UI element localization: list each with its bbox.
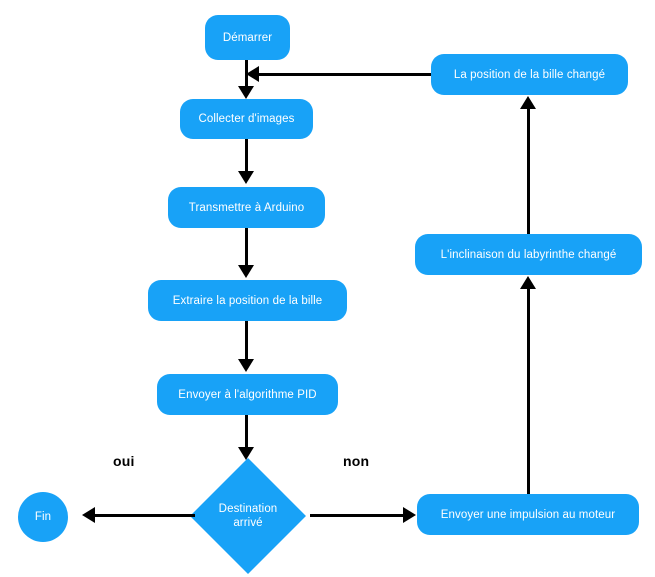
connector-collect-to-transmit xyxy=(245,139,248,173)
node-collect-images[interactable]: Collecter d'images xyxy=(180,99,313,139)
arrowhead-decision-to-motor xyxy=(403,507,416,523)
node-collect-images-label: Collecter d'images xyxy=(198,113,295,125)
connector-pid-to-decision xyxy=(245,415,248,449)
connector-motor-to-tilt xyxy=(527,289,530,494)
edge-label-oui: oui xyxy=(113,453,135,469)
node-maze-tilt-changed-label: L'inclinaison du labyrinthe changé xyxy=(440,248,617,261)
node-decision-line-2: arrivé xyxy=(233,517,263,529)
node-extract-ball-position[interactable]: Extraire la position de la bille xyxy=(148,280,347,321)
node-send-pid-label: Envoyer à l'algorithme PID xyxy=(178,388,317,401)
node-start-label: Démarrer xyxy=(222,31,273,44)
node-decision-destination[interactable]: Destination arrivé xyxy=(190,458,306,574)
arrowhead-motor-to-tilt xyxy=(520,276,536,289)
connector-ballpos-to-collect xyxy=(258,73,431,76)
node-start[interactable]: Démarrer xyxy=(205,15,290,60)
edge-label-non: non xyxy=(343,453,370,469)
node-ball-position-changed-label: La position de la bille changé xyxy=(453,68,606,81)
node-send-motor-pulse-label: Envoyer une impulsion au moteur xyxy=(440,508,616,521)
node-send-motor-pulse[interactable]: Envoyer une impulsion au moteur xyxy=(417,494,639,535)
node-transmit-arduino-label: Transmettre à Arduino xyxy=(188,201,305,214)
node-maze-tilt-changed[interactable]: L'inclinaison du labyrinthe changé xyxy=(415,234,642,275)
node-decision-line-1: Destination xyxy=(218,503,278,515)
arrowhead-decision-to-end xyxy=(82,507,95,523)
node-end[interactable]: Fin xyxy=(18,492,68,542)
node-end-label: Fin xyxy=(34,511,52,523)
node-ball-position-changed[interactable]: La position de la bille changé xyxy=(431,54,628,95)
arrowhead-tilt-to-ballpos xyxy=(520,96,536,109)
connector-extract-to-pid xyxy=(245,321,248,361)
arrowhead-collect-to-transmit xyxy=(238,171,254,184)
node-decision-destination-label: Destination arrivé xyxy=(219,502,278,530)
arrowhead-extract-to-pid xyxy=(238,359,254,372)
arrowhead-ballpos-to-collect xyxy=(246,66,259,82)
connector-decision-to-end xyxy=(95,514,195,517)
arrowhead-pid-to-decision xyxy=(238,447,254,460)
connector-transmit-to-extract xyxy=(245,228,248,267)
node-extract-ball-position-label: Extraire la position de la bille xyxy=(172,294,323,307)
arrowhead-transmit-to-extract xyxy=(238,265,254,278)
connector-tilt-to-ballpos xyxy=(527,109,530,234)
node-send-pid[interactable]: Envoyer à l'algorithme PID xyxy=(157,374,338,415)
arrowhead-start-to-collect xyxy=(238,86,254,99)
connector-decision-to-motor xyxy=(310,514,404,517)
node-transmit-arduino[interactable]: Transmettre à Arduino xyxy=(168,187,325,228)
